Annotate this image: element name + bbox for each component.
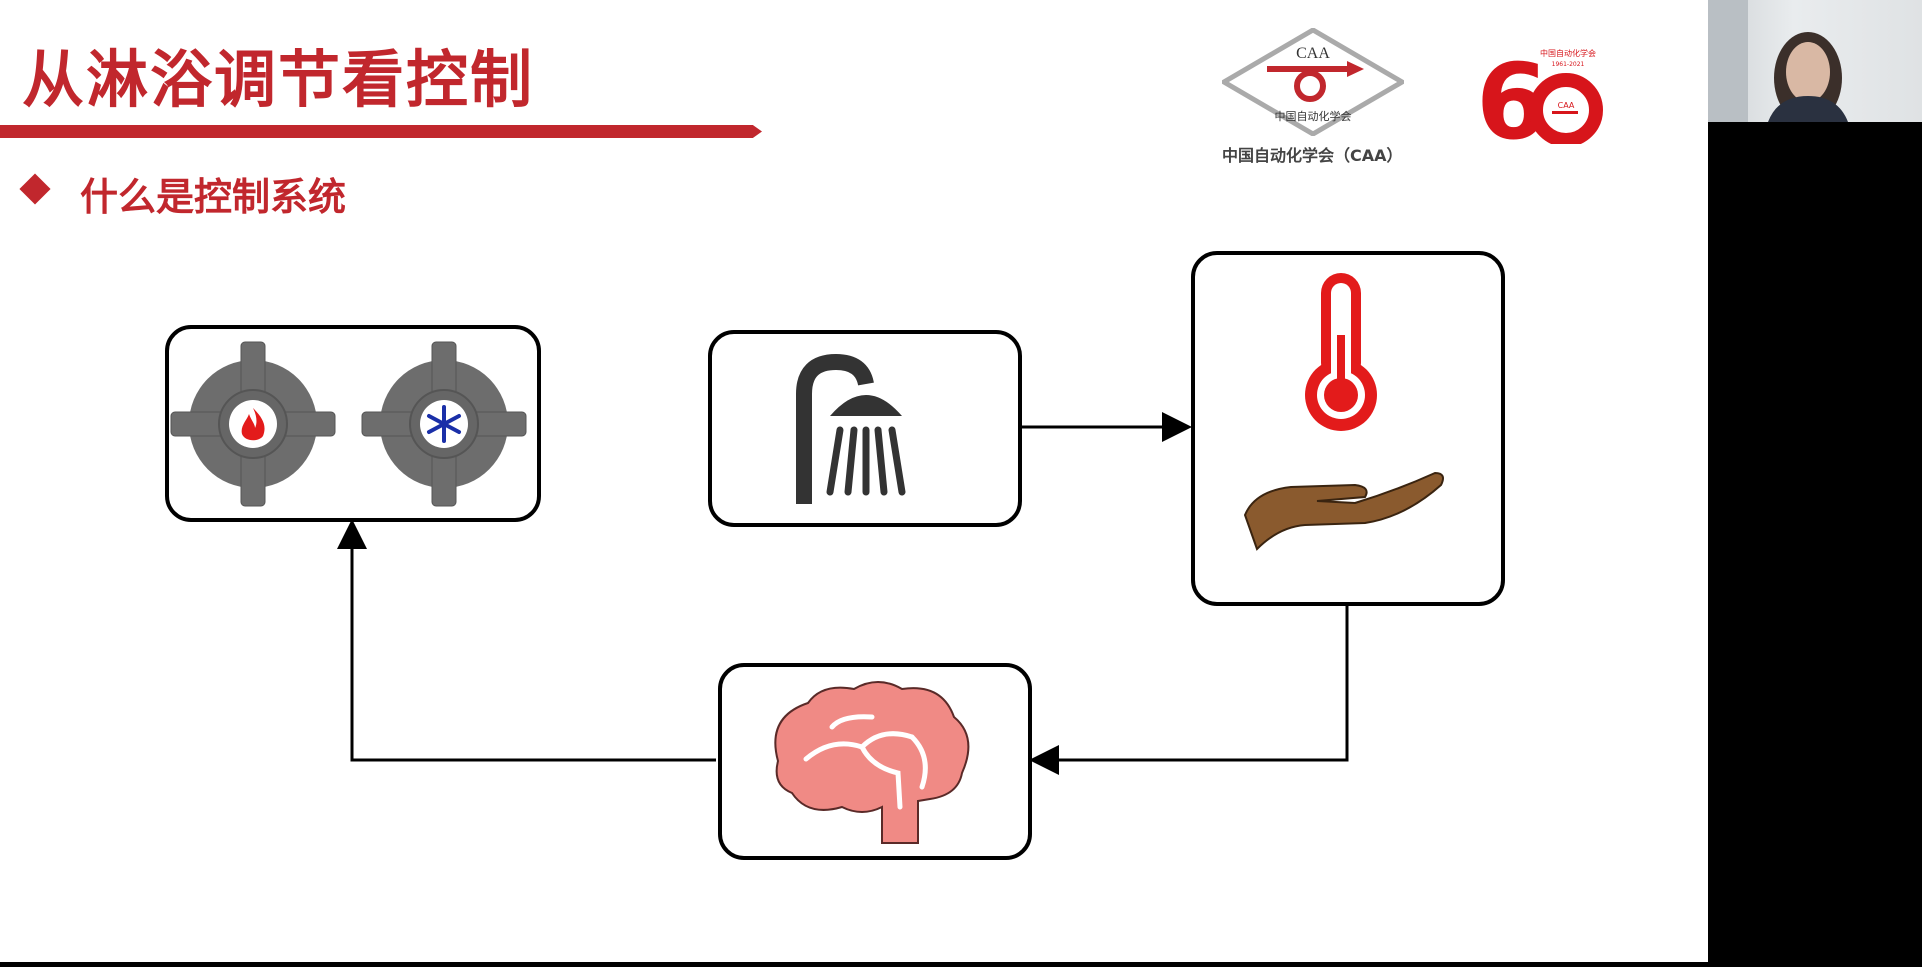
svg-text:中国自动化学会: 中国自动化学会 (1275, 109, 1352, 123)
slide-title: 从淋浴调节看控制 (22, 43, 535, 116)
svg-text:CAA: CAA (1558, 101, 1575, 110)
svg-text:1961-2021: 1961-2021 (1552, 61, 1585, 68)
svg-text:中国自动化学会: 中国自动化学会 (1540, 48, 1596, 58)
title-underline (0, 125, 762, 138)
thermometer-icon (1305, 273, 1377, 431)
valves-node (165, 325, 541, 522)
presenter-webcam-video (1708, 0, 1922, 122)
brain-icon (774, 681, 970, 844)
hand-icon (1243, 471, 1444, 551)
shower-head-icon (796, 353, 906, 504)
thermometer-hand-icon (1243, 273, 1444, 551)
diagram-connectors (337, 412, 1349, 775)
presentation-slide: 从淋浴调节看控制 什么是控制系统 CAA 中国自动化学会 中国自动化学会（CAA… (0, 0, 1708, 962)
anniversary-60-logo: 6 CAA 中国自动化学会 1961-2021 (1476, 48, 1606, 144)
flame-icon (241, 408, 265, 441)
slide-subtitle: 什么是控制系统 (80, 175, 347, 219)
shower-node (708, 330, 1022, 527)
caa-logo: CAA 中国自动化学会 (1222, 28, 1404, 136)
arrow-sensor-to-brain (1029, 606, 1349, 775)
snowflake-icon (427, 405, 461, 443)
brain-node (718, 663, 1032, 860)
caa-logo-caption: 中国自动化学会（CAA） (1222, 146, 1403, 165)
hot-cold-valves-icon (170, 341, 527, 507)
sensor-node (1191, 251, 1505, 606)
svg-text:CAA: CAA (1296, 45, 1330, 62)
arrow-brain-to-valves (337, 519, 716, 762)
